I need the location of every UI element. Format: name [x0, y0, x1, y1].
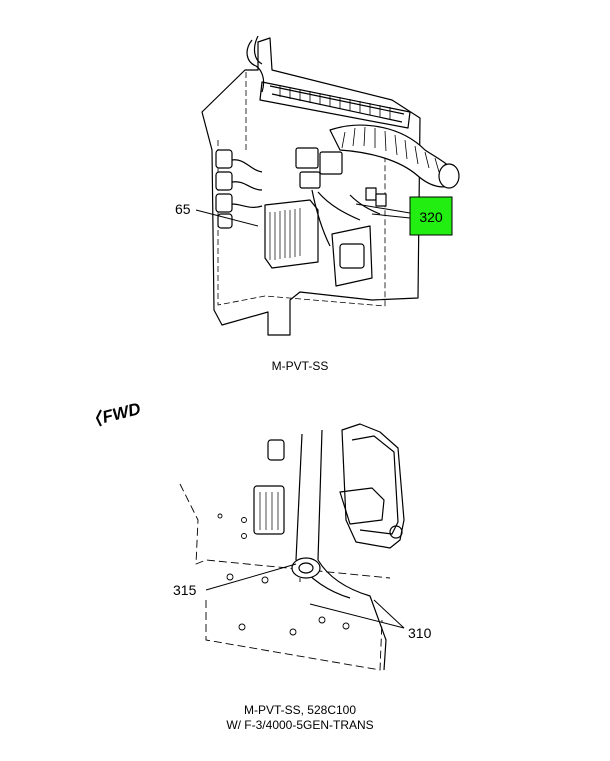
callout-315: 315 — [173, 563, 297, 598]
top-assembly-illustration — [201, 35, 460, 336]
leader-line-315 — [205, 563, 297, 591]
callout-320[interactable]: 320 — [355, 196, 453, 236]
leader-line-65 — [195, 209, 259, 227]
highlight-box-320[interactable] — [409, 196, 453, 236]
callout-label-320[interactable]: 320 — [419, 209, 443, 225]
bottom-caption-line2: W/ F-3/4000-5GEN-TRANS — [226, 718, 373, 732]
leader-line-310-b — [373, 599, 405, 629]
callout-65: 65 — [175, 201, 259, 227]
top-caption: M-PVT-SS — [272, 359, 329, 373]
fwd-label: FWD — [100, 399, 142, 427]
callout-label-65: 65 — [175, 201, 191, 217]
bottom-caption-line1: M-PVT-SS, 528C100 — [244, 703, 356, 717]
fwd-direction-indicator: FWD — [95, 399, 143, 427]
leader-line-320-b — [371, 213, 411, 219]
leader-line-320-a — [355, 203, 411, 214]
callout-label-315: 315 — [173, 582, 197, 598]
callout-label-310: 310 — [408, 625, 432, 641]
bottom-assembly-illustration — [179, 423, 405, 671]
fwd-arrow-icon — [95, 409, 102, 427]
leader-line-310-a — [309, 603, 405, 629]
callout-310: 310 — [309, 599, 432, 641]
